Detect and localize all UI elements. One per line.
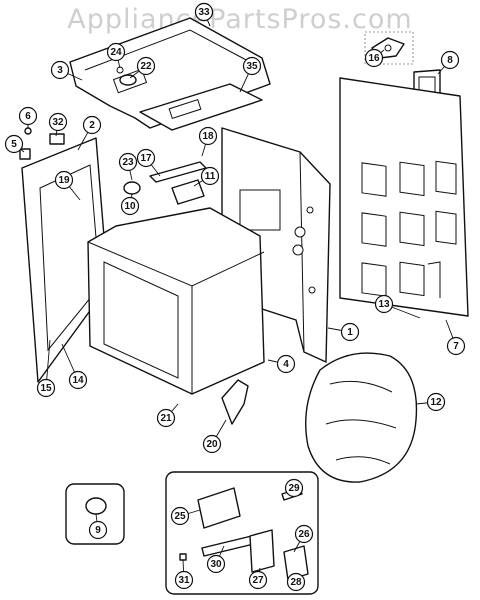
callout-label-26: 26 <box>298 529 310 540</box>
callout-circle-25 <box>170 506 190 526</box>
callout-circle-6 <box>18 106 38 126</box>
callout-label-11: 11 <box>205 171 216 182</box>
callout-circle-10 <box>120 196 140 216</box>
callout-label-21: 21 <box>160 413 172 424</box>
callout-label-8: 8 <box>447 55 453 66</box>
callout-label-32: 32 <box>52 117 64 128</box>
callout-circle-16 <box>364 48 384 68</box>
callout-label-24: 24 <box>110 47 122 58</box>
callout-circle-29 <box>284 478 304 498</box>
callout-circle-3 <box>50 60 70 80</box>
callout-label-4: 4 <box>283 359 289 370</box>
callout-circle-18 <box>198 126 218 146</box>
callout-label-29: 29 <box>288 483 300 494</box>
callout-circle-14 <box>68 370 88 390</box>
callout-label-6: 6 <box>25 111 31 122</box>
heat-shield-plate <box>139 83 263 131</box>
callout-circle-33 <box>194 2 214 22</box>
callout-circle-8 <box>440 50 460 70</box>
callout-label-22: 22 <box>140 61 152 72</box>
callout-circle-23 <box>118 152 138 172</box>
callout-circle-4 <box>276 354 296 374</box>
callout-label-9: 9 <box>95 525 101 536</box>
callout-circle-21 <box>156 408 176 428</box>
insulation-blanket <box>305 352 418 483</box>
callout-label-19: 19 <box>58 175 70 186</box>
callout-circle-15 <box>36 378 56 398</box>
rear-panel <box>339 77 469 317</box>
callout-label-25: 25 <box>174 511 186 522</box>
callout-label-2: 2 <box>89 120 95 131</box>
callout-label-28: 28 <box>290 577 302 588</box>
inset-latch-assembly <box>165 471 319 595</box>
rear-panel-vents <box>361 160 457 297</box>
callout-label-15: 15 <box>40 383 52 394</box>
callout-circle-32 <box>48 112 68 132</box>
callout-circle-26 <box>294 524 314 544</box>
callout-label-20: 20 <box>206 439 218 450</box>
small-parts-left <box>19 127 65 160</box>
callout-label-35: 35 <box>246 61 258 72</box>
callout-circle-24 <box>106 42 126 62</box>
callout-circle-17 <box>136 148 156 168</box>
callout-label-7: 7 <box>453 341 459 352</box>
inset-part-9 <box>65 483 125 545</box>
callout-label-17: 17 <box>140 153 152 164</box>
callout-circle-11 <box>200 166 220 186</box>
callout-label-5: 5 <box>11 139 17 150</box>
callout-circle-22 <box>136 56 156 76</box>
callout-label-1: 1 <box>347 327 353 338</box>
callout-label-13: 13 <box>378 299 390 310</box>
callout-circle-13 <box>374 294 394 314</box>
callout-circle-35 <box>242 56 262 76</box>
center-hardware <box>119 74 207 205</box>
callout-circle-2 <box>82 115 102 135</box>
callout-label-27: 27 <box>252 575 264 586</box>
callout-label-16: 16 <box>368 53 380 64</box>
callout-circle-9 <box>88 520 108 540</box>
callout-label-14: 14 <box>72 375 84 386</box>
callout-circle-5 <box>4 134 24 154</box>
callout-circle-27 <box>248 570 268 590</box>
callout-label-23: 23 <box>122 157 134 168</box>
callout-circle-7 <box>446 336 466 356</box>
callout-circle-12 <box>426 392 446 412</box>
callout-circle-19 <box>54 170 74 190</box>
callout-circle-20 <box>202 434 222 454</box>
callout-label-18: 18 <box>202 131 214 142</box>
callout-label-33: 33 <box>198 7 210 18</box>
callout-label-10: 10 <box>124 201 136 212</box>
callout-layer: 1234567891011121314151617181920212223242… <box>4 2 466 592</box>
callout-circle-31 <box>174 570 194 590</box>
callout-circle-28 <box>286 572 306 592</box>
callout-label-31: 31 <box>178 575 190 586</box>
hinge-bracket <box>221 379 249 425</box>
callout-circle-30 <box>206 554 226 574</box>
oven-cavity <box>87 207 265 395</box>
callout-label-12: 12 <box>430 397 442 408</box>
callout-label-30: 30 <box>210 559 222 570</box>
callout-label-3: 3 <box>57 65 63 76</box>
callout-circle-1 <box>340 322 360 342</box>
